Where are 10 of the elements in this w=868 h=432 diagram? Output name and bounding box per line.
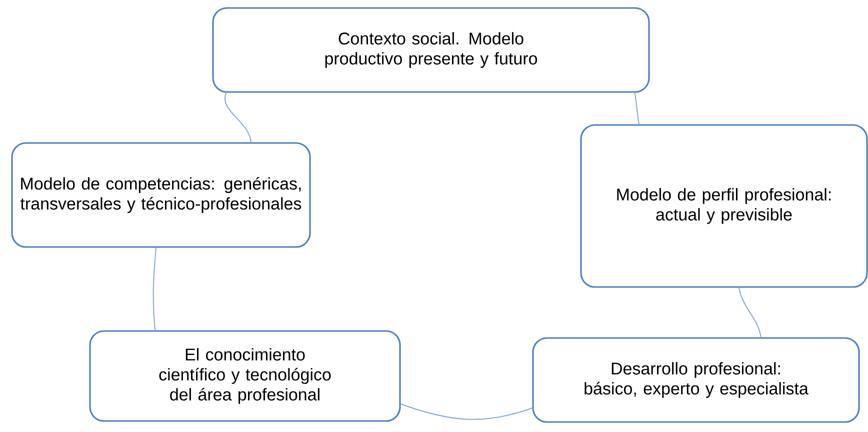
connector-line <box>738 287 762 338</box>
rounded-box: Modelo de perfil profesional: actual y previsible <box>580 124 868 288</box>
connector-line <box>224 90 252 143</box>
connector-line <box>400 404 533 420</box>
rounded-box: Contexto social. Modelo productivo presente y futuro <box>212 7 650 93</box>
rounded-box: Desarrollo profesional: básico, experto y especialista <box>532 337 860 423</box>
rounded-box: Modelo de competencias: genéricas, transversales y técnico-profesionales <box>11 142 311 248</box>
rounded-box: El conocimiento científico y tecnológico del área profesional <box>89 330 401 422</box>
connector-line <box>152 247 156 331</box>
connector-line <box>634 92 640 125</box>
